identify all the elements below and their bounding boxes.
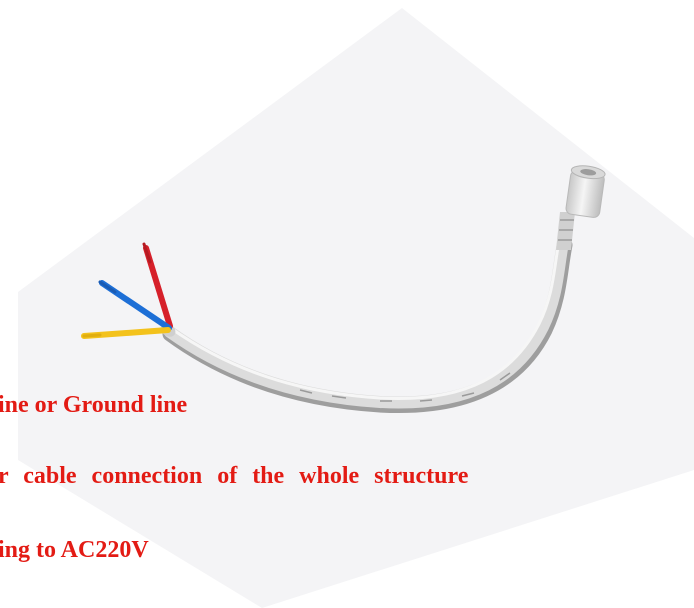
blue-wire-tip [98,280,117,294]
red-wire-tip [142,242,152,264]
photo-backdrop [18,8,694,608]
strain-relief-ribs [558,219,574,241]
yellow-wire-tip [82,333,102,338]
cable-highlight [170,240,561,401]
cable-print [299,372,511,402]
caption-line-3: ing to AC220V [0,537,149,563]
cable [164,237,569,409]
caption-line-2: r cable connection of the whole structur… [0,463,469,489]
caption-line-1: ine or Ground line [0,392,188,418]
connector [565,165,606,218]
